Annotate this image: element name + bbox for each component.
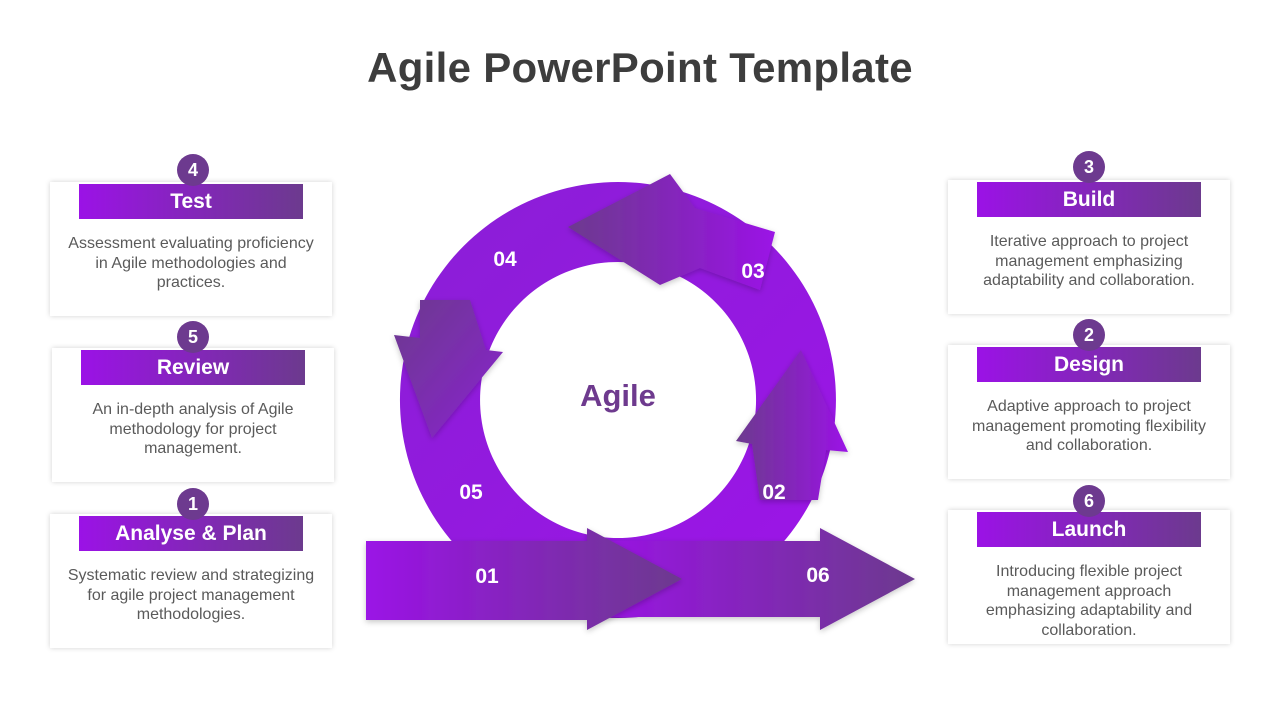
step-card-test: Test Assessment evaluating proficiency i… (50, 182, 332, 316)
step-desc-build: Iterative approach to project management… (983, 233, 1195, 289)
step-card-analyse-plan: Analyse & Plan Systematic review and str… (50, 514, 332, 648)
step-desc-analyse-plan: Systematic review and strategizing for a… (67, 567, 315, 623)
cycle-ring (399, 182, 836, 618)
step-card-launch: Launch Introducing flexible project mana… (948, 510, 1230, 644)
step-badge-review: 5 (177, 321, 209, 353)
step-desc-launch: Introducing flexible project management … (985, 563, 1193, 639)
step-desc-review: An in-depth analysis of Agile methodolog… (92, 401, 294, 457)
step-card-review: Review An in-depth analysis of Agile met… (52, 348, 334, 482)
arrow-number-01: 01 (475, 565, 499, 588)
arrow-02-head (736, 350, 848, 500)
step-title-design: Design (977, 347, 1201, 382)
step-badge-design: 2 (1073, 319, 1105, 351)
center-label: Agile (580, 378, 656, 413)
step-title-review: Review (81, 350, 305, 385)
step-title-test: Test (79, 184, 303, 219)
step-card-design: Design Adaptive approach to project mana… (948, 345, 1230, 479)
arrow-number-06: 06 (806, 564, 829, 587)
arrow-number-04: 04 (493, 248, 517, 271)
step-title-build: Build (977, 182, 1201, 217)
arrow-number-03: 03 (741, 260, 764, 283)
step-card-build: Build Iterative approach to project mana… (948, 180, 1230, 314)
arrow-01 (366, 528, 682, 630)
step-desc-test: Assessment evaluating proficiency in Agi… (68, 235, 314, 291)
arrow-number-02: 02 (762, 481, 785, 504)
arrow-06 (590, 528, 915, 630)
arrow-05-head (394, 300, 503, 438)
page-title: Agile PowerPoint Template (367, 44, 913, 91)
arrow-number-05: 05 (459, 481, 483, 504)
step-badge-build: 3 (1073, 151, 1105, 183)
step-title-launch: Launch (977, 512, 1201, 547)
step-desc-design: Adaptive approach to project management … (972, 398, 1206, 454)
step-badge-launch: 6 (1073, 485, 1105, 517)
step-badge-analyse-plan: 1 (177, 488, 209, 520)
arrow-03-head (568, 174, 775, 290)
step-badge-test: 4 (177, 154, 209, 186)
step-title-analyse-plan: Analyse & Plan (79, 516, 303, 551)
